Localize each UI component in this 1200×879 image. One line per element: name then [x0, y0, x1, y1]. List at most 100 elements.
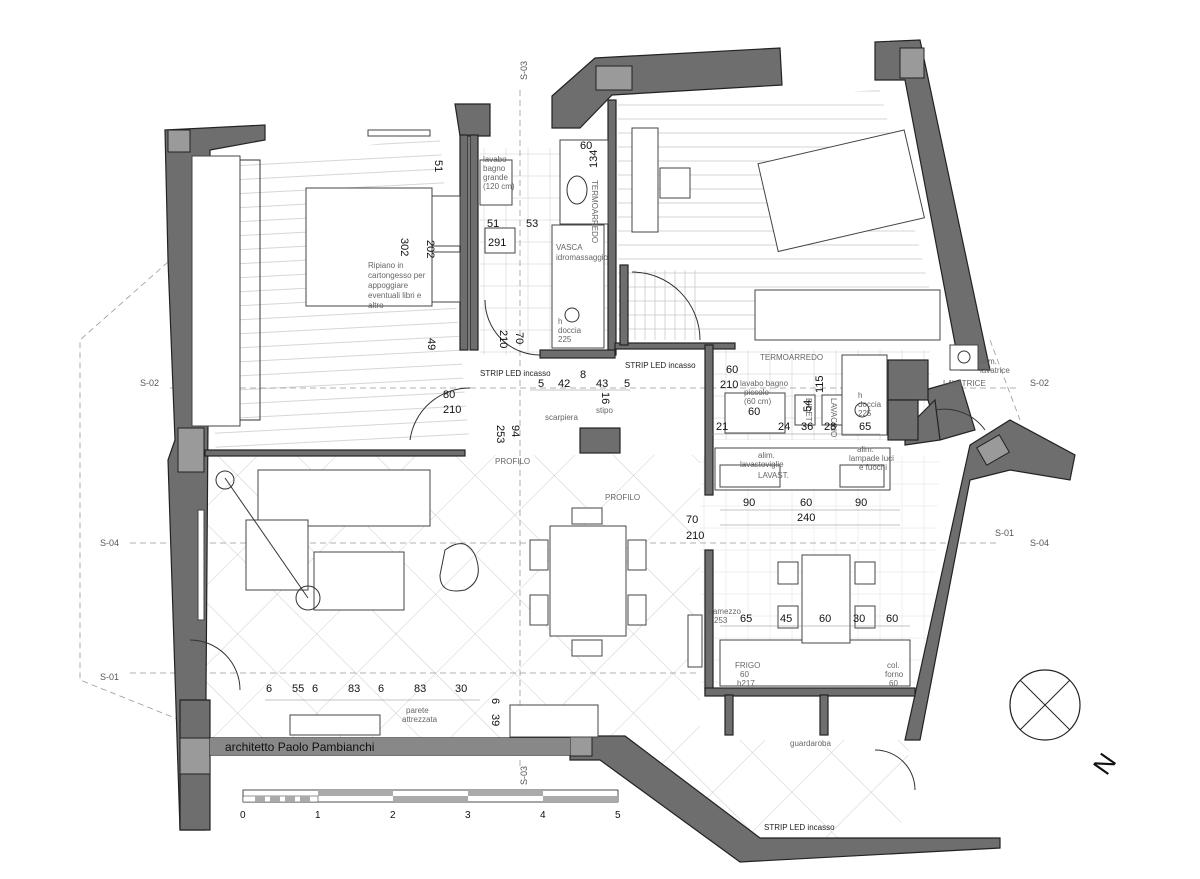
dim-49: 49: [425, 338, 437, 350]
dim-302: 302: [398, 238, 410, 256]
scale-tick: 4: [540, 810, 546, 821]
dim-210a: 210: [497, 330, 509, 348]
dim-210b: 210: [443, 404, 461, 416]
label-doccia-right: h doccia 225: [858, 391, 883, 418]
dim-210d: 210: [686, 530, 704, 542]
section-marker-s01-left: S-01: [100, 672, 119, 682]
label-vasca: VASCA idromassaggio: [556, 243, 609, 262]
dim-51a: 51: [432, 160, 444, 172]
dim-6d: 6: [489, 698, 501, 704]
label-tramezzo: tramezzo 253: [708, 607, 743, 625]
bathroom-small: [724, 344, 986, 436]
dim-65a: 65: [859, 421, 871, 433]
dim-115: 115: [814, 375, 826, 393]
label-lavabo-grande: lavabo bagno grande (120 cm): [483, 155, 515, 191]
dim-70b: 70: [686, 514, 698, 526]
label-strip-led-a: STRIP LED incasso: [480, 369, 551, 378]
label-bidet: BIDET: [804, 398, 813, 422]
label-strip-led-b: STRIP LED incasso: [625, 361, 696, 370]
label-frigo: FRIGO 60 h217: [735, 661, 763, 688]
label-scarpiera: scarpiera: [545, 413, 578, 422]
dim-43: 43: [596, 378, 608, 390]
north-label: N: [1087, 747, 1122, 780]
section-marker-s03-bottom: S-03: [519, 766, 529, 785]
label-lavacino: LAVACINO: [829, 398, 838, 437]
dim-5a: 5: [538, 378, 544, 390]
dim-6a: 6: [266, 683, 272, 695]
dim-210c: 210: [720, 379, 738, 391]
dim-51b: 51: [487, 218, 499, 230]
dim-24: 24: [778, 421, 790, 433]
dim-8: 8: [580, 369, 586, 381]
dim-30b: 30: [455, 683, 467, 695]
dim-60b: 60: [726, 364, 738, 376]
label-lavabo-piccolo: lavabo bagno piccolo (60 cm): [740, 379, 790, 406]
living-room: [189, 469, 916, 791]
dim-60a: 60: [580, 140, 592, 152]
dim-65b: 65: [740, 613, 752, 625]
label-alim-lavatrice: alim. lavatrice: [980, 357, 1010, 375]
room-labels: Ripiano in cartongesso per appoggiare ev…: [368, 155, 1010, 832]
bathroom-main: [479, 139, 609, 356]
label-profilo-b: PROFILO: [605, 493, 640, 502]
section-marker-s03-top: S-03: [519, 61, 529, 80]
label-profilo-a: PROFILO: [495, 457, 530, 466]
dim-30a: 30: [853, 613, 865, 625]
bedroom-left: [191, 129, 471, 441]
dim-60c: 60: [748, 406, 760, 418]
label-termoarredo: TERMOARREDO: [590, 180, 599, 243]
dim-134: 134: [588, 150, 600, 168]
dimension-lines: [265, 389, 910, 701]
dim-16: 16: [599, 392, 611, 404]
dimension-labels: 51 302 202 49 60 134 51 53 291 70 210 80…: [266, 140, 898, 726]
dim-36: 36: [801, 421, 813, 433]
label-alim-fuochi: alim. lampade luci e fuochi: [849, 445, 896, 472]
kitchen: [687, 447, 911, 687]
dim-240: 240: [797, 512, 815, 524]
label-col-forno: col. forno 60: [885, 661, 905, 688]
label-parete-attrezzata: parete attrezzata: [402, 706, 438, 724]
label-doccia-left: h doccia 225: [558, 317, 583, 344]
label-guardaroba: guardaroba: [790, 739, 831, 748]
dim-42: 42: [558, 378, 570, 390]
architect-credit: architetto Paolo Pambianchi: [225, 740, 374, 754]
section-marker-s02-right: S-02: [1030, 378, 1049, 388]
dim-90b: 90: [855, 497, 867, 509]
dim-83b: 83: [414, 683, 426, 695]
dim-28: 28: [824, 421, 836, 433]
scale-bar: 0 1 2 3 4 5: [240, 789, 621, 821]
scale-tick: 3: [465, 810, 471, 821]
label-lavatrice: LAVATRICE: [943, 379, 986, 388]
dim-94: 94: [509, 425, 521, 437]
dim-60e: 60: [819, 613, 831, 625]
dim-70a: 70: [513, 332, 525, 344]
dim-45: 45: [780, 613, 792, 625]
dim-6c: 6: [378, 683, 384, 695]
dim-90a: 90: [743, 497, 755, 509]
label-alim-lavastoviglie: alim. lavastoviglie: [740, 451, 784, 469]
scale-tick: 1: [315, 810, 321, 821]
scale-tick: 5: [615, 810, 621, 821]
dim-202: 202: [424, 240, 436, 258]
label-strip-led-c: STRIP LED incasso: [764, 823, 835, 832]
dim-83a: 83: [348, 683, 360, 695]
dim-291: 291: [488, 237, 506, 249]
dim-253: 253: [494, 425, 506, 443]
scale-tick: 0: [240, 810, 246, 821]
dim-54: 54: [802, 400, 814, 412]
label-stipo: stipo: [596, 406, 613, 415]
walls: [164, 39, 1076, 863]
section-marker-s04-left: S-04: [100, 538, 119, 548]
dim-80: 80: [443, 389, 455, 401]
dim-60d: 60: [800, 497, 812, 509]
section-marker-s01-right: S-01: [995, 528, 1014, 538]
dim-53: 53: [526, 218, 538, 230]
dim-21: 21: [716, 421, 728, 433]
label-termoarredo-b: TERMOARREDO: [760, 353, 823, 362]
dim-55: 55: [292, 683, 304, 695]
dim-5b: 5: [624, 378, 630, 390]
section-markers: S-02 S-02 S-04 S-04 S-01 S-01 S-03 S-03: [100, 61, 1049, 785]
dim-6b: 6: [312, 683, 318, 695]
scale-tick: 2: [390, 810, 396, 821]
